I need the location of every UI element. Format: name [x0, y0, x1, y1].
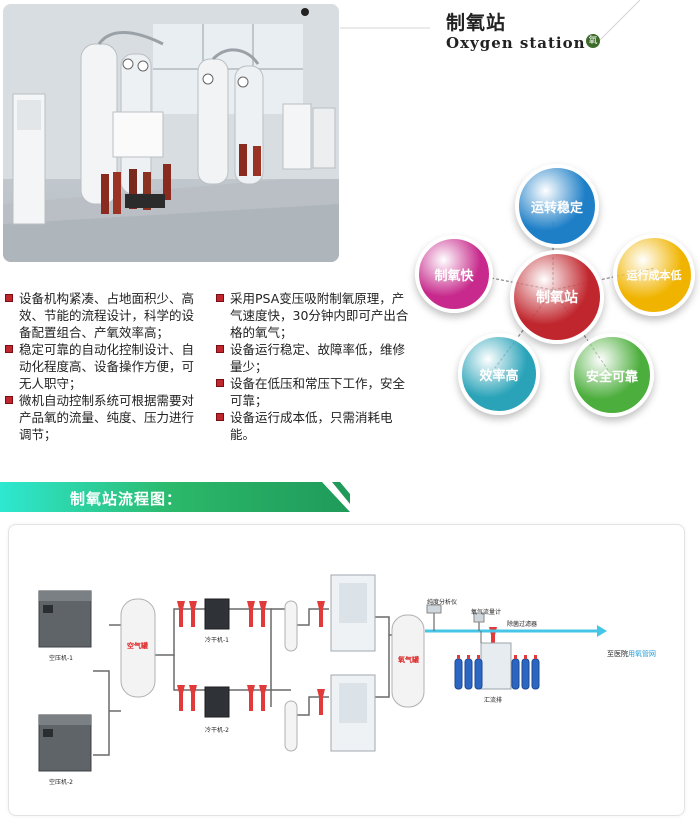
- circle-label: 效率高: [479, 368, 519, 384]
- flow-diagram-graphics: [38, 574, 607, 772]
- circle-stable-operation: 运转稳定: [515, 164, 599, 248]
- oxygen-badge-icon: 氧: [586, 34, 600, 48]
- list-item: 设备运行稳定、故障率低，维修量少；: [216, 341, 412, 375]
- circle-label: 运行成本低: [626, 269, 682, 282]
- feature-text: 设备运行成本低，只需消耗电能。: [230, 410, 393, 442]
- circle-fast-production: 制氧快: [415, 235, 493, 313]
- bullet-square-icon: [5, 396, 13, 404]
- station-title-block: 制氧站 Oxygen station 氧: [430, 4, 680, 54]
- bullet-square-icon: [216, 345, 224, 353]
- feature-text: 稳定可靠的自动化控制设计、自动化程度高、设备操作方便，可无人职守；: [19, 342, 195, 391]
- feature-circle-diagram: 运转稳定 制氧快 运行成本低 制氧站 效率高 安全可靠: [410, 160, 700, 420]
- feature-text: 采用PSA变压吸附制氧原理，产气速度快，30分钟内即可产出合格的氧气；: [230, 291, 409, 340]
- bullet-square-icon: [5, 345, 13, 353]
- equipment-illustration: [3, 4, 339, 262]
- filter-label: 除菌过滤器: [507, 621, 538, 628]
- dryer-1-label: 冷干机-1: [205, 637, 229, 644]
- list-item: 设备机构紧凑、占地面积少、高效、节能的流程设计，科学的设备配置组合、产氧效率高；: [5, 290, 205, 341]
- feature-text: 设备在低压和常压下工作，安全可靠；: [230, 376, 406, 408]
- circle-label: 运转稳定: [530, 200, 583, 216]
- list-item: 微机自动控制系统可根据需要对产品氧的流量、纯度、压力进行调节；: [5, 392, 205, 443]
- process-flow-diagram: 空压机-1 空压机-2 空气罐 冷干机-1 冷干机-2 氧气罐 纯度分析仪 氧气…: [8, 524, 685, 816]
- circle-oxygen-station: 制氧站: [510, 250, 604, 344]
- bullet-square-icon: [216, 379, 224, 387]
- dryer-2-label: 冷干机-2: [205, 727, 229, 734]
- page-subtitle-english: Oxygen station: [446, 34, 586, 52]
- circle-low-cost: 运行成本低: [613, 234, 695, 316]
- circle-label: 制氧站: [536, 290, 578, 306]
- compressor-1: [38, 590, 92, 648]
- air-tank-label: 空气罐: [127, 642, 148, 650]
- flow-meter-label: 氧气流量计: [471, 609, 502, 616]
- purity-analyzer-label: 纯度分析仪: [427, 599, 458, 606]
- compressor-1-label: 空压机-1: [49, 655, 73, 662]
- list-item: 稳定可靠的自动化控制设计、自动化程度高、设备操作方便，可无人职守；: [5, 341, 205, 392]
- bullet-square-icon: [216, 413, 224, 421]
- circle-high-efficiency: 效率高: [458, 333, 540, 415]
- circle-safe-reliable: 安全可靠: [570, 333, 654, 417]
- decorative-lines: [340, 0, 641, 41]
- bullet-square-icon: [216, 294, 224, 302]
- bullet-square-icon: [5, 294, 13, 302]
- list-item: 采用PSA变压吸附制氧原理，产气速度快，30分钟内即可产出合格的氧气；: [216, 290, 412, 341]
- page-title: 制氧站: [446, 12, 507, 34]
- manifold-label: 汇流排: [484, 697, 503, 704]
- circle-label: 安全可靠: [585, 369, 638, 385]
- feature-list-right: 采用PSA变压吸附制氧原理，产气速度快，30分钟内即可产出合格的氧气； 设备运行…: [216, 290, 412, 443]
- destination-highlight: 用氧管网: [628, 650, 656, 658]
- list-item: 设备在低压和常压下工作，安全可靠；: [216, 375, 412, 409]
- feature-text: 设备运行稳定、故障率低，维修量少；: [230, 342, 406, 374]
- circle-label: 制氧快: [434, 268, 474, 284]
- oxygen-station-photo: [3, 4, 339, 262]
- compressor-2-label: 空压机-2: [49, 779, 73, 786]
- oxygen-tank-label: 氧气罐: [398, 656, 419, 664]
- destination-prefix: 至医院: [607, 650, 628, 658]
- list-item: 设备运行成本低，只需消耗电能。: [216, 409, 412, 443]
- feature-text: 设备机构紧凑、占地面积少、高效、节能的流程设计，科学的设备配置组合、产氧效率高；: [19, 291, 195, 340]
- banner-background: [0, 482, 350, 512]
- section-title: 制氧站流程图：: [70, 490, 183, 508]
- flow-chart-banner: 制氧站流程图：: [0, 482, 350, 512]
- feature-list-left: 设备机构紧凑、占地面积少、高效、节能的流程设计，科学的设备配置组合、产氧效率高；…: [5, 290, 205, 443]
- destination-label: 至医院用氧管网: [607, 649, 656, 659]
- feature-text: 微机自动控制系统可根据需要对产品氧的流量、纯度、压力进行调节；: [19, 393, 195, 442]
